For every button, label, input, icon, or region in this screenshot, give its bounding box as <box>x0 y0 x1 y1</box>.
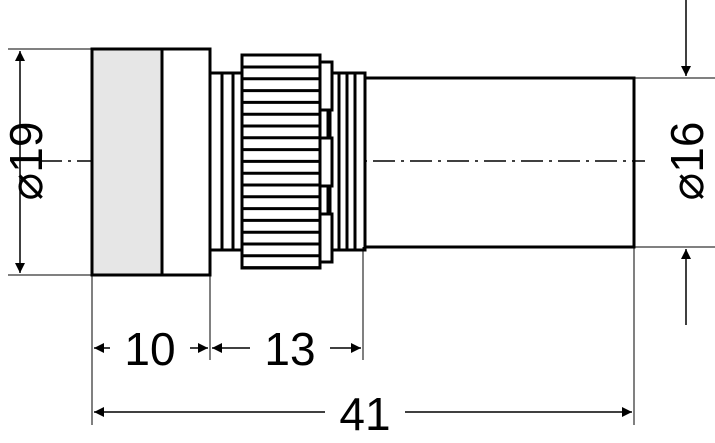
cap-gray <box>90 47 164 277</box>
tabs <box>318 60 334 264</box>
extension-lines <box>8 48 715 425</box>
dim-knurl-length: 13 <box>264 323 315 375</box>
dim-cap-length: 10 <box>124 323 175 375</box>
dim-total-length: 41 <box>339 388 390 440</box>
cap-white <box>160 47 212 277</box>
dim-diameter-16: ⌀16 <box>661 122 713 201</box>
right-thread <box>328 71 367 252</box>
knurled-ring <box>240 53 322 270</box>
left-thread <box>208 71 244 252</box>
dim-diameter-19: ⌀19 <box>0 122 52 201</box>
body-tube <box>363 76 636 249</box>
